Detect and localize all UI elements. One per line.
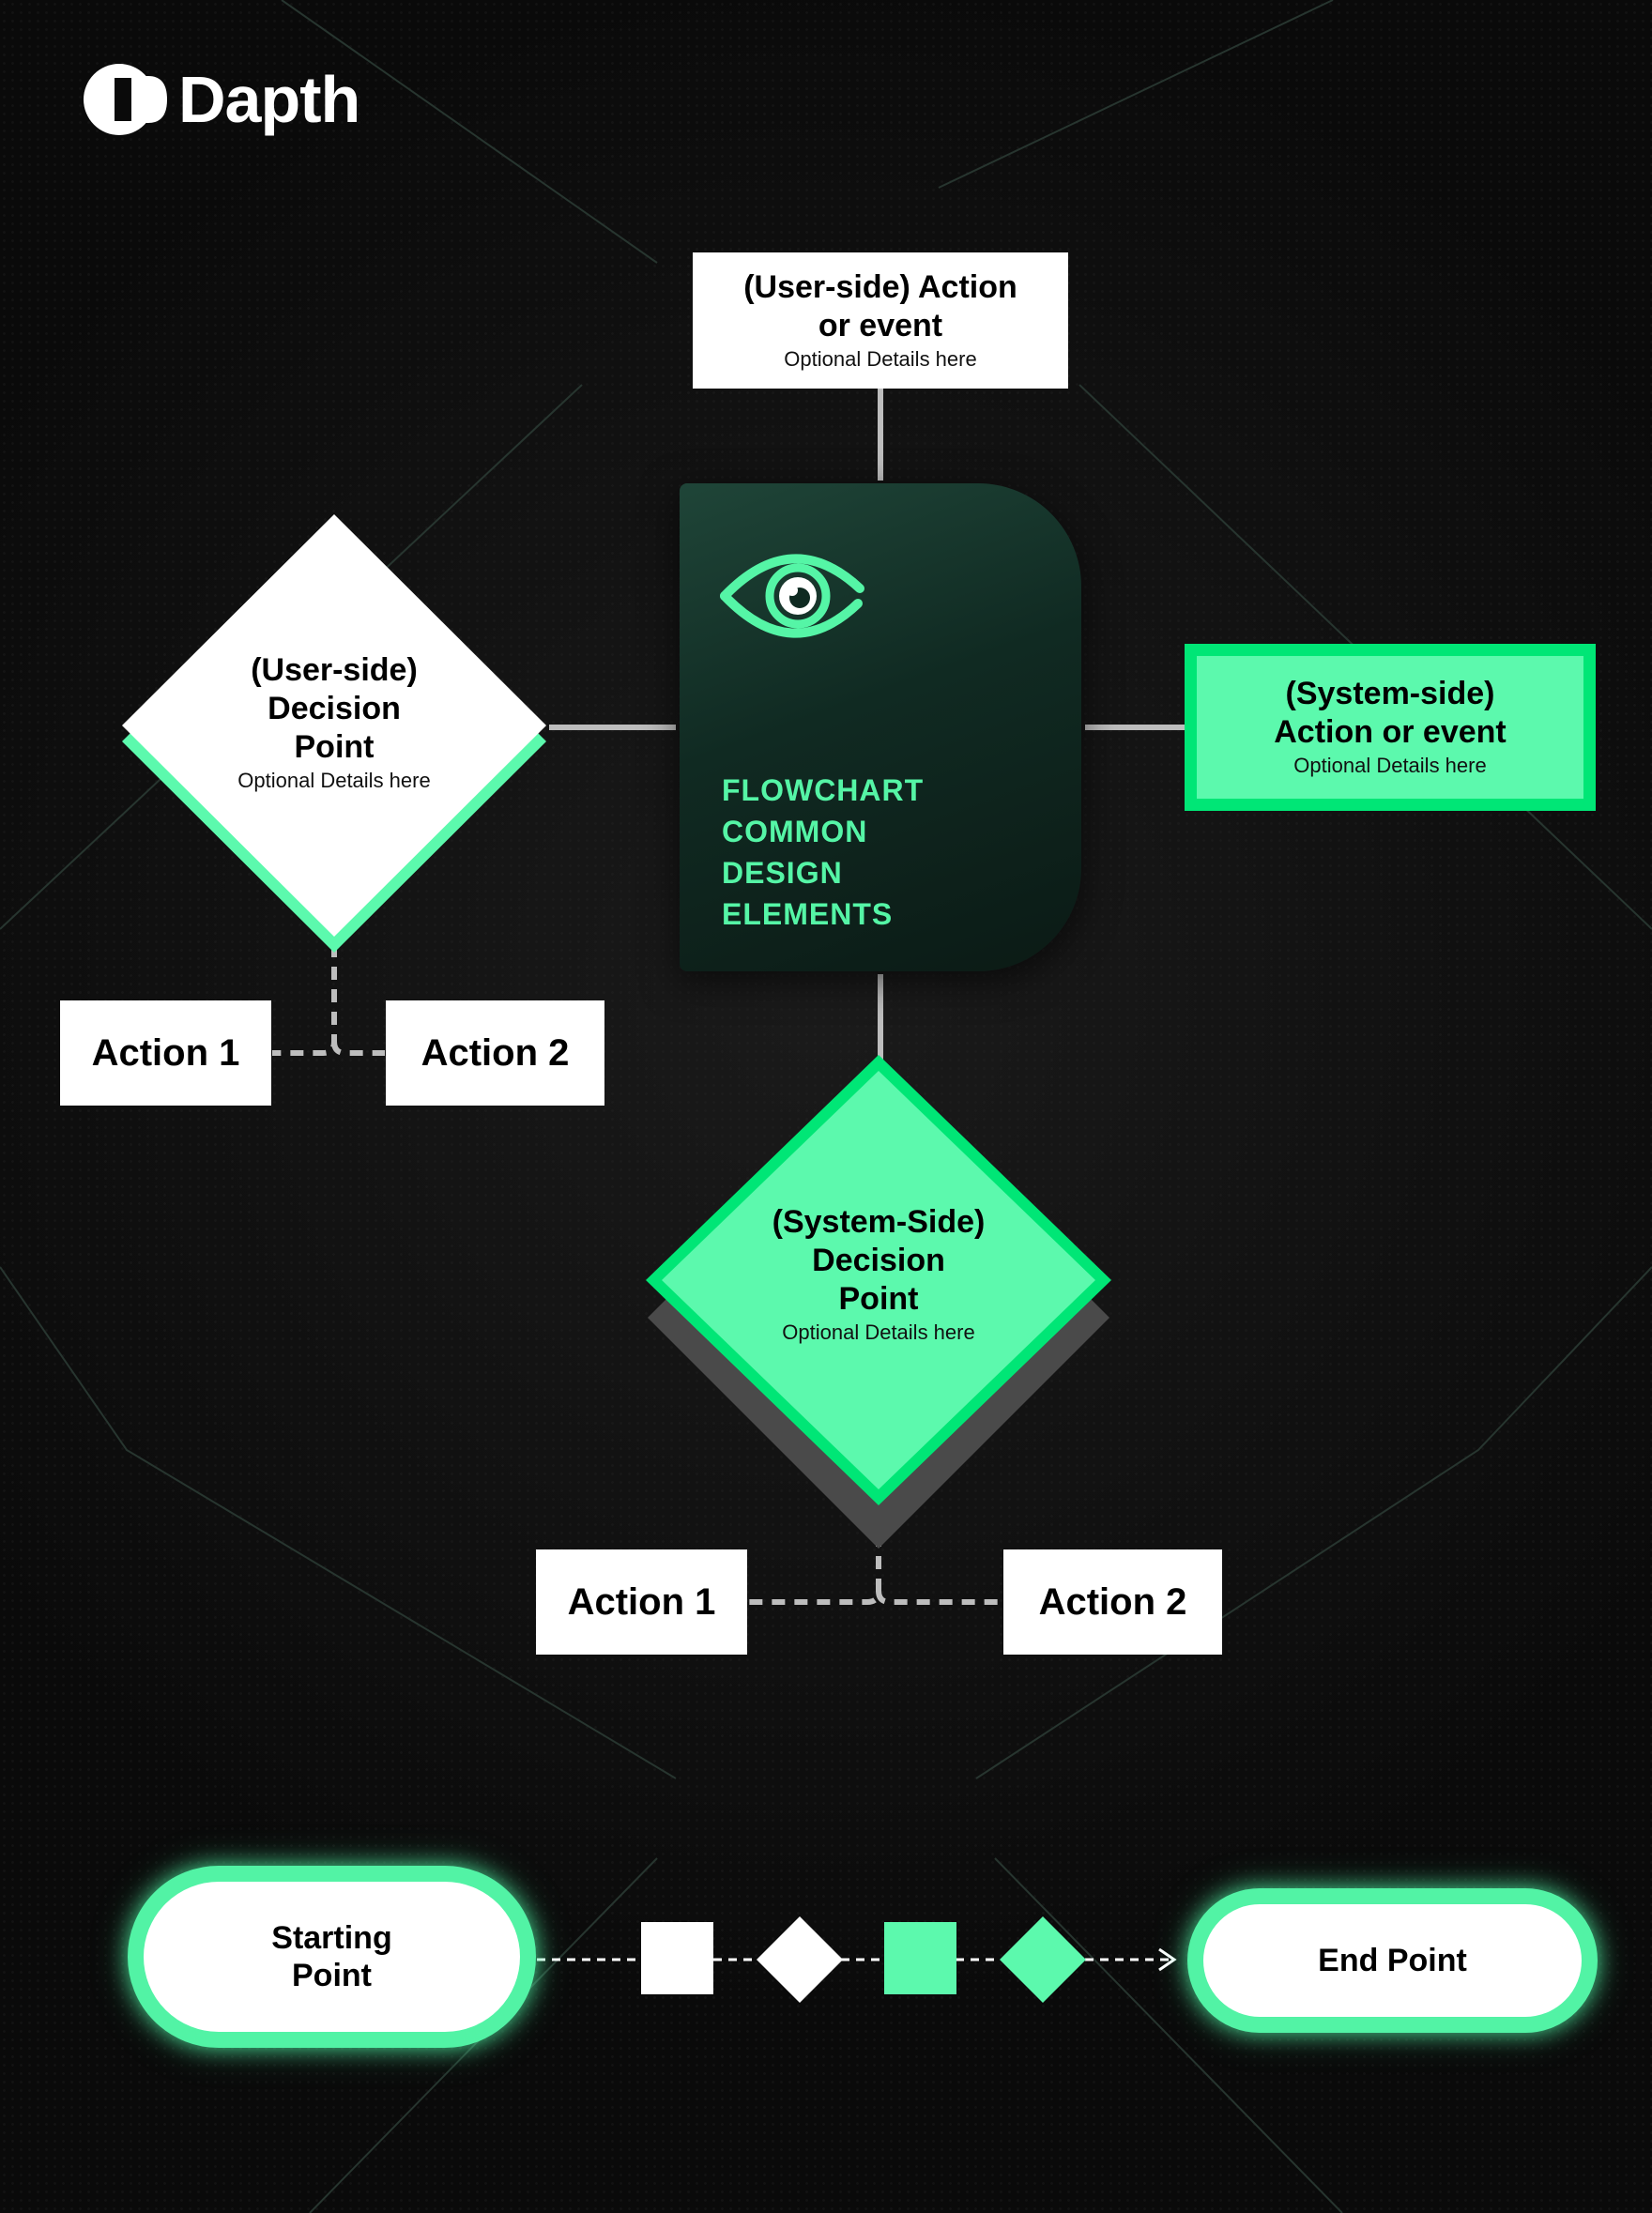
system-decision-line1: (System-Side) [772, 1204, 986, 1240]
system-action-line1: (System-side) [1285, 676, 1495, 711]
system-branch-connector-right [876, 1590, 1002, 1605]
mini-system-square [884, 1922, 956, 1994]
user-action-2-label: Action 2 [421, 1031, 570, 1074]
dapth-logo-icon [84, 64, 167, 135]
system-decision-line2: Decision [812, 1243, 945, 1278]
brand-logo[interactable]: Dapth [83, 62, 360, 137]
user-action-title-line2: or event [818, 307, 943, 343]
card-title-line: DESIGN [722, 856, 843, 890]
end-point-label: End Point [1318, 1943, 1467, 1978]
user-decision-line2: Decision [268, 691, 401, 726]
user-decision-line1: (User-side) [251, 652, 418, 688]
start-point-line1: Starting [271, 1920, 392, 1956]
user-action-2-box[interactable]: Action 2 [386, 1000, 604, 1106]
system-decision-diamond[interactable] [662, 1071, 1095, 1489]
user-action-box[interactable]: (User-side) Action or event Optional Det… [693, 252, 1068, 389]
system-decision-label: (System-Side) Decision Point Optional De… [728, 1203, 1029, 1347]
system-action-2-box[interactable]: Action 2 [1003, 1549, 1222, 1655]
user-branch-connector-right [331, 1041, 385, 1056]
user-decision-line3: Point [294, 729, 375, 765]
start-point[interactable]: Starting Point [128, 1866, 536, 2048]
system-action-inner: (System-side) Action or event Optional D… [1197, 656, 1583, 799]
user-decision-diamond[interactable] [122, 514, 546, 937]
card-title-line: FLOWCHART [722, 773, 925, 807]
mini-process-square [641, 1922, 713, 1994]
mini-system-diamond [1000, 1916, 1086, 2003]
card-title-line: ELEMENTS [722, 897, 894, 931]
system-decision-details: Optional Details here [782, 1320, 975, 1344]
arrow-head-icon [1158, 1947, 1177, 1972]
user-decision-label: (User-side) Decision Point Optional Deta… [184, 651, 484, 795]
system-action-2-label: Action 2 [1038, 1580, 1187, 1623]
user-action-title-line1: (User-side) Action [743, 268, 1017, 305]
system-action-1-box[interactable]: Action 1 [536, 1549, 747, 1655]
center-title-card: FLOWCHART COMMON DESIGN ELEMENTS [680, 483, 1081, 971]
system-action-1-label: Action 1 [567, 1580, 716, 1623]
eye-icon [720, 554, 864, 638]
system-decision-line3: Point [838, 1281, 919, 1317]
system-action-box[interactable]: (System-side) Action or event Optional D… [1185, 644, 1596, 811]
system-action-details: Optional Details here [1293, 754, 1487, 777]
mini-decision-diamond [757, 1916, 843, 2003]
user-action-1-box[interactable]: Action 1 [60, 1000, 271, 1106]
user-action-details: Optional Details here [784, 346, 977, 371]
user-decision-details: Optional Details here [237, 769, 431, 792]
user-action-1-label: Action 1 [91, 1031, 240, 1074]
start-point-line2: Point [292, 1958, 372, 1993]
system-action-line2: Action or event [1274, 714, 1507, 750]
brand-name: Dapth [178, 63, 360, 136]
card-title-line: COMMON [722, 815, 868, 848]
end-point[interactable]: End Point [1187, 1888, 1598, 2033]
card-title: FLOWCHART COMMON DESIGN ELEMENTS [722, 770, 1003, 935]
